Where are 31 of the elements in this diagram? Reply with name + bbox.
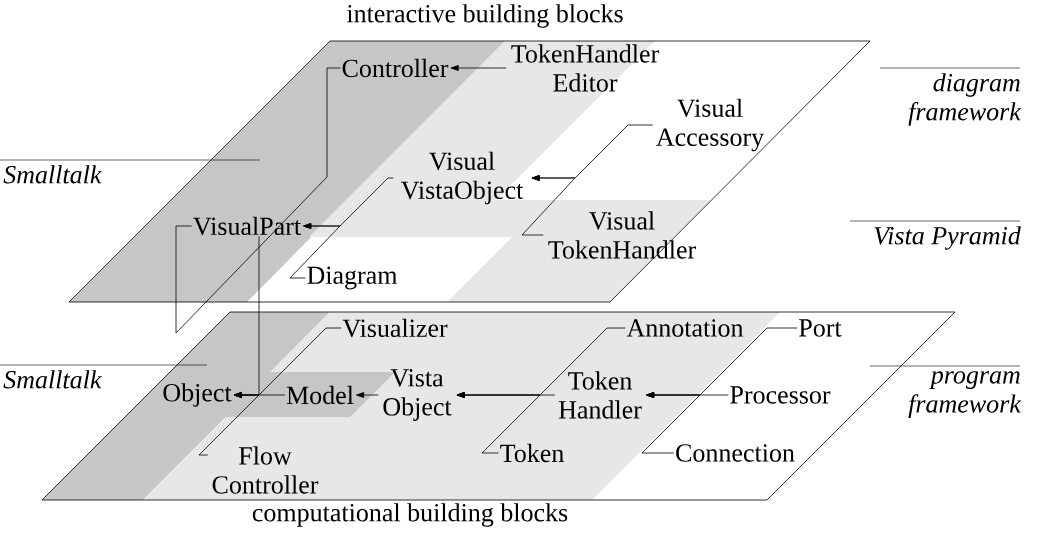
inheritance-line bbox=[641, 392, 701, 454]
class-name: Processor bbox=[730, 386, 831, 404]
class-name: Token Handler bbox=[558, 371, 642, 419]
class-name: Port bbox=[799, 319, 842, 337]
class-name: Annotation bbox=[626, 319, 744, 337]
class-name: Controller bbox=[342, 58, 449, 78]
class-name: Vista Object bbox=[383, 369, 452, 421]
inheritance-line bbox=[198, 392, 260, 456]
class-name: Token bbox=[500, 443, 564, 463]
inheritance-line bbox=[289, 223, 341, 279]
class-name: Visualizer bbox=[342, 318, 448, 338]
layer-label: Smalltalk bbox=[3, 165, 102, 184]
layer-label: Vista Pyramid bbox=[874, 226, 1021, 250]
class-name: Visual Accessory bbox=[656, 98, 765, 152]
layer-label: program framework bbox=[908, 371, 1022, 418]
class-name: VisualPart bbox=[193, 216, 301, 236]
layer-label: diagram framework bbox=[908, 73, 1022, 126]
inheritance-line bbox=[521, 175, 576, 236]
class-name: Diagram bbox=[307, 266, 398, 290]
class-name: Connection bbox=[676, 444, 795, 462]
inheritance-line bbox=[356, 392, 379, 398]
layer-label: interactive building blocks bbox=[346, 4, 623, 28]
class-name: TokenHandler Editor bbox=[511, 44, 659, 92]
layer-label: computational building blocks bbox=[252, 503, 568, 527]
inheritance-line bbox=[450, 65, 507, 71]
inheritance-line bbox=[456, 392, 541, 454]
inheritance-line bbox=[175, 67, 341, 334]
class-name: Model bbox=[286, 385, 354, 405]
layer-label: Smalltalk bbox=[3, 370, 102, 389]
class-name: Object bbox=[163, 383, 232, 407]
class-name: Visual VistaObject bbox=[401, 151, 524, 205]
